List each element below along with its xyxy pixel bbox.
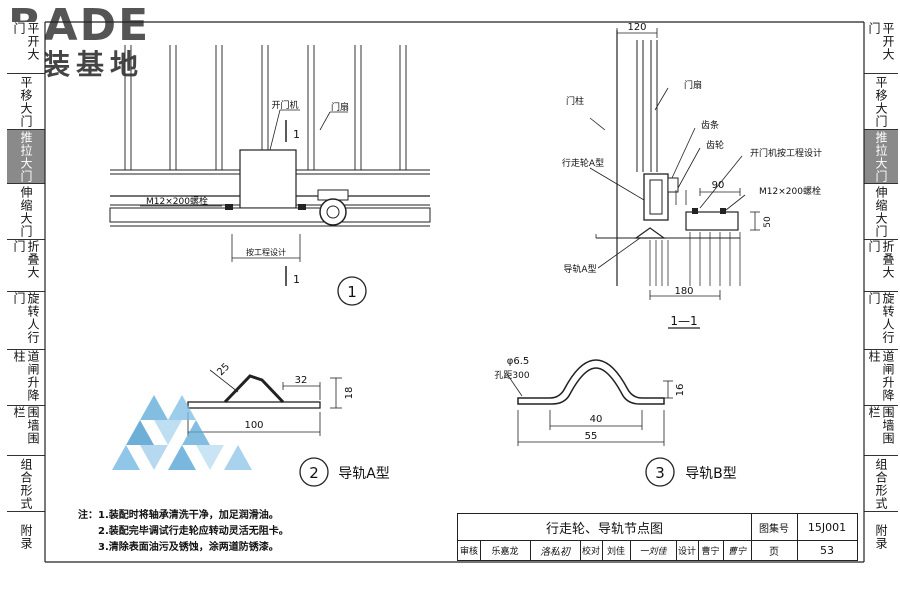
atlas-number: 15J001 [807, 520, 847, 534]
dim-32: 32 [295, 375, 308, 386]
rack [667, 177, 679, 193]
design-signature: 曹宁 [727, 546, 746, 557]
check-signature: 一刘佳 [639, 546, 667, 557]
dim-16: 16 [675, 384, 686, 397]
dim-100: 100 [244, 420, 263, 431]
rail-a-base [187, 401, 321, 409]
dim-18: 18 [344, 387, 355, 400]
opener-box [239, 149, 297, 209]
right-tab-7[interactable]: 围墙围栏 [864, 406, 898, 456]
left-tab-4[interactable]: 折叠大门 [7, 240, 45, 292]
dim-spacing: 孔距300 [494, 370, 529, 381]
note-2: 2.装配完毕调试行走轮应转动灵活无阻卡。 [98, 526, 289, 537]
bolt-symbols [225, 204, 306, 210]
dim-90: 90 [712, 180, 725, 191]
label-wheel-a: 行走轮A型 [562, 157, 604, 169]
design-label: 设计 [677, 546, 696, 557]
left-tab-3[interactable]: 伸缩大门 [7, 184, 45, 240]
section-mark-bottom-label: 1 [293, 273, 300, 286]
left-tab-5[interactable]: 旋转人行门 [7, 292, 45, 350]
review-name: 乐嘉龙 [491, 546, 519, 557]
detail-3-number: 3 [655, 464, 665, 482]
rail-a-section [634, 227, 666, 239]
detail-2-rail-a: 25 32 18 100 2 导轨A型 [187, 361, 390, 487]
right-tab-8[interactable]: 组合形式 [864, 456, 898, 512]
section-mark-top-label: 1 [293, 128, 300, 141]
right-tab-6[interactable]: 道闸升降柱 [864, 350, 898, 406]
dim-25: 25 [215, 361, 232, 378]
left-tab-1[interactable]: 平移大门 [7, 74, 45, 130]
detail-1-elevation: 开门机 门扇 M12×200螺栓 按工程设计 1 1 1 [109, 45, 431, 306]
detail-1-number: 1 [347, 283, 357, 301]
atlas-label: 图集号 [759, 523, 789, 535]
right-tab-2[interactable]: 推拉大门 [864, 130, 898, 184]
left-tab-8[interactable]: 组合形式 [7, 456, 45, 512]
rail-a-ridge [223, 374, 285, 404]
detail-2-title: 导轨A型 [338, 466, 390, 482]
detail-2-circle [299, 457, 329, 487]
page-number: 53 [820, 543, 834, 557]
review-label: 审核 [459, 546, 478, 557]
label-rack: 齿条 [701, 119, 719, 131]
check-name: 刘佳 [606, 546, 625, 557]
detail-3-title: 导轨B型 [685, 466, 737, 482]
detail-3-rail-b: φ6.5 孔距300 16 40 55 3 导轨B型 [494, 356, 737, 487]
left-tab-2[interactable]: 推拉大门 [7, 130, 45, 184]
label-door-leaf-2: 门扇 [684, 79, 702, 91]
right-tab-9[interactable]: 附录 [864, 512, 898, 562]
left-tab-6[interactable]: 道闸升降柱 [7, 350, 45, 406]
left-tab-0[interactable]: 平开大门 [7, 22, 45, 74]
label-door-leaf-1: 门扇 [331, 101, 349, 113]
section-title: 1—1 [670, 314, 697, 328]
label-door-post: 门柱 [566, 95, 584, 107]
right-tab-0[interactable]: 平开大门 [864, 22, 898, 74]
title-block: 行走轮、导轨节点图 图集号 15J001 审核 乐嘉龙 洛私初 校对 刘佳 一刘… [457, 513, 858, 561]
label-gear: 齿轮 [706, 139, 724, 151]
dim-180: 180 [674, 286, 693, 297]
left-tab-7[interactable]: 围墙围栏 [7, 406, 45, 456]
dim-40: 40 [590, 414, 603, 425]
gate-vertical-bars [124, 45, 407, 170]
dim-120: 120 [627, 22, 646, 33]
foundation-hatch [649, 232, 741, 286]
check-label: 校对 [581, 546, 600, 557]
label-bolt-1: M12×200螺栓 [146, 195, 208, 207]
label-opener: 开门机 [271, 99, 298, 111]
label-bolt-2: M12×200螺栓 [759, 185, 821, 197]
left-tab-9[interactable]: 附录 [7, 512, 45, 562]
note-3: 3.清除表面油污及锈蚀，涂两道防锈漆。 [98, 542, 279, 553]
right-tab-1[interactable]: 平移大门 [864, 74, 898, 130]
rail-b-profile [517, 359, 665, 405]
right-tab-4[interactable]: 折叠大门 [864, 240, 898, 292]
opener-base [685, 211, 739, 231]
dim-hole: φ6.5 [507, 356, 530, 367]
review-signature: 洛私初 [540, 546, 570, 558]
right-tab-3[interactable]: 伸缩大门 [864, 184, 898, 240]
label-rail-a: 导轨A型 [563, 263, 596, 275]
drawing-title: 行走轮、导轨节点图 [545, 521, 663, 537]
section-1-1: 120 门柱 门扇 齿条 齿轮 行走轮A型 开门机按工程设计 90 M12×20… [562, 22, 822, 329]
watermark-triangles [112, 395, 252, 470]
design-name: 曹宁 [701, 546, 720, 557]
detail-2-number: 2 [309, 464, 319, 482]
label-by-project: 按工程设计 [246, 247, 286, 257]
detail-1-circle [337, 276, 367, 306]
detail-3-circle [645, 457, 675, 487]
right-tab-5[interactable]: 旋转人行门 [864, 292, 898, 350]
note-1: 注：1.装配时将轴承清洗干净，加足润滑油。 [78, 510, 279, 521]
dim-50: 50 [763, 216, 773, 228]
page-label: 页 [769, 546, 779, 558]
dim-55: 55 [585, 431, 598, 442]
notes: 注：1.装配时将轴承清洗干净，加足润滑油。 2.装配完毕调试行走轮应转动灵活无阻… [78, 508, 289, 556]
foundation-plate [109, 207, 431, 223]
label-opener-design: 开门机按工程设计 [750, 147, 822, 159]
